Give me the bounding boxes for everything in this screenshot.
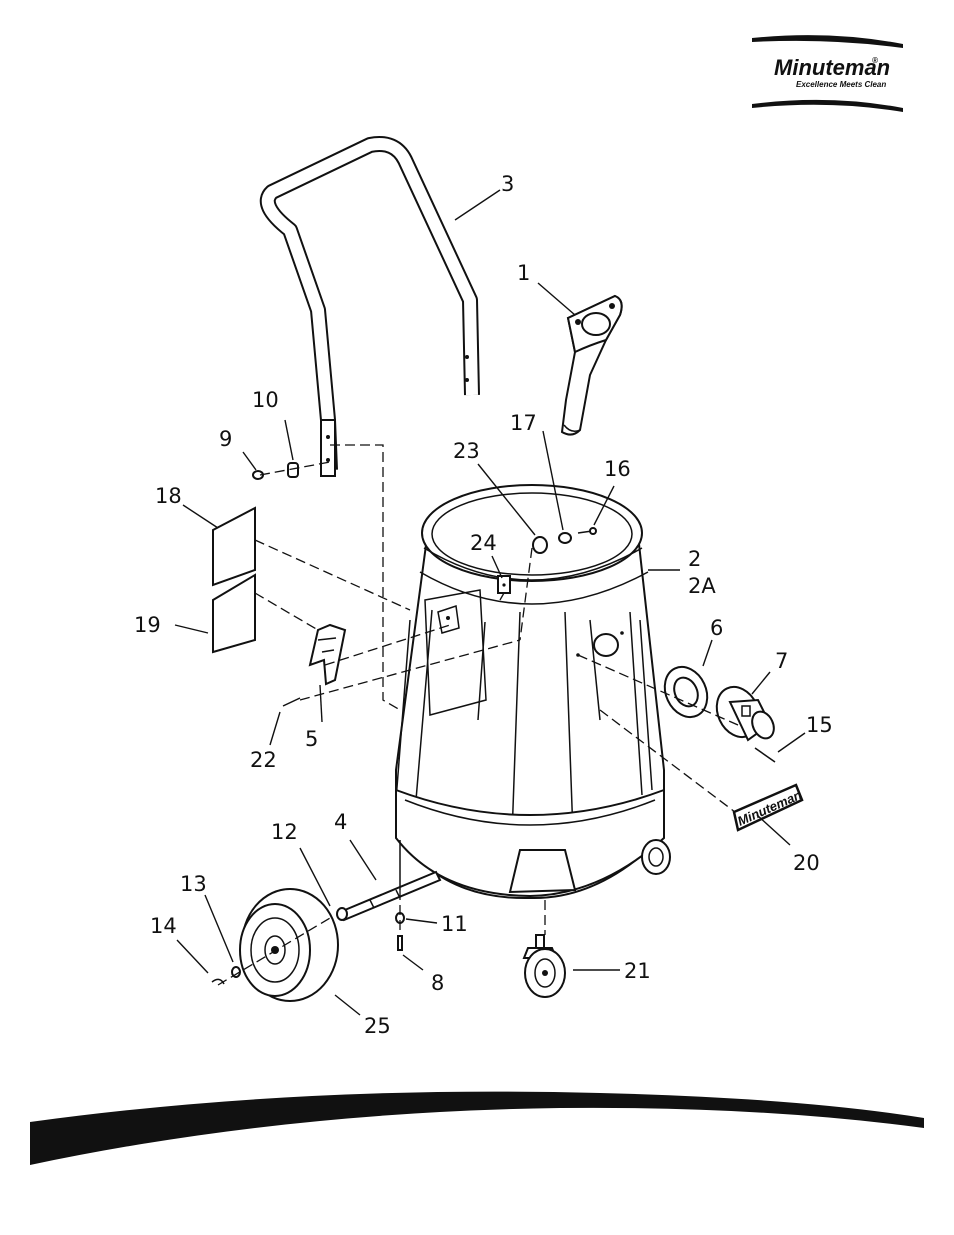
wheel-part	[240, 889, 338, 1001]
callout-4: 4	[334, 810, 347, 834]
callout-12: 12	[271, 820, 298, 844]
brand-trademark: ®	[872, 56, 878, 65]
nameplate-part: Minuteman	[734, 785, 804, 830]
callout-8: 8	[431, 971, 444, 995]
callout-11: 11	[441, 912, 468, 936]
callout-6: 6	[710, 616, 723, 640]
callout-3: 3	[501, 172, 514, 196]
callout-23: 23	[453, 439, 480, 463]
callout-7: 7	[775, 649, 788, 673]
callout-20: 20	[793, 851, 820, 875]
footer-swoosh	[30, 1092, 924, 1165]
callout-10: 10	[252, 388, 279, 412]
gasket-part	[657, 660, 715, 724]
callout-25: 25	[364, 1014, 391, 1038]
brand-tagline: Excellence Meets Clean	[796, 80, 886, 89]
callout-14: 14	[150, 914, 177, 938]
callout-1: 1	[517, 261, 530, 285]
decal-panels	[213, 508, 255, 652]
callout-22: 22	[250, 748, 277, 772]
callout-15: 15	[806, 713, 833, 737]
callout-9: 9	[219, 427, 232, 451]
callout-2a: 2A	[688, 574, 716, 598]
callout-16: 16	[604, 457, 631, 481]
callout-2: 2	[688, 547, 701, 571]
caster-part	[524, 935, 565, 997]
callout-19: 19	[134, 613, 161, 637]
callout-18: 18	[155, 484, 182, 508]
latch-part	[310, 625, 345, 684]
callout-21: 21	[624, 959, 651, 983]
callout-5: 5	[305, 727, 318, 751]
callout-13: 13	[180, 872, 207, 896]
brand-logo: Minuteman ® Excellence Meets Clean	[752, 35, 903, 112]
callout-24: 24	[470, 531, 497, 555]
callout-17: 17	[510, 411, 537, 435]
elbow-part	[562, 296, 622, 435]
inlet-adaptor-part	[709, 680, 778, 744]
handle-part	[268, 144, 472, 476]
